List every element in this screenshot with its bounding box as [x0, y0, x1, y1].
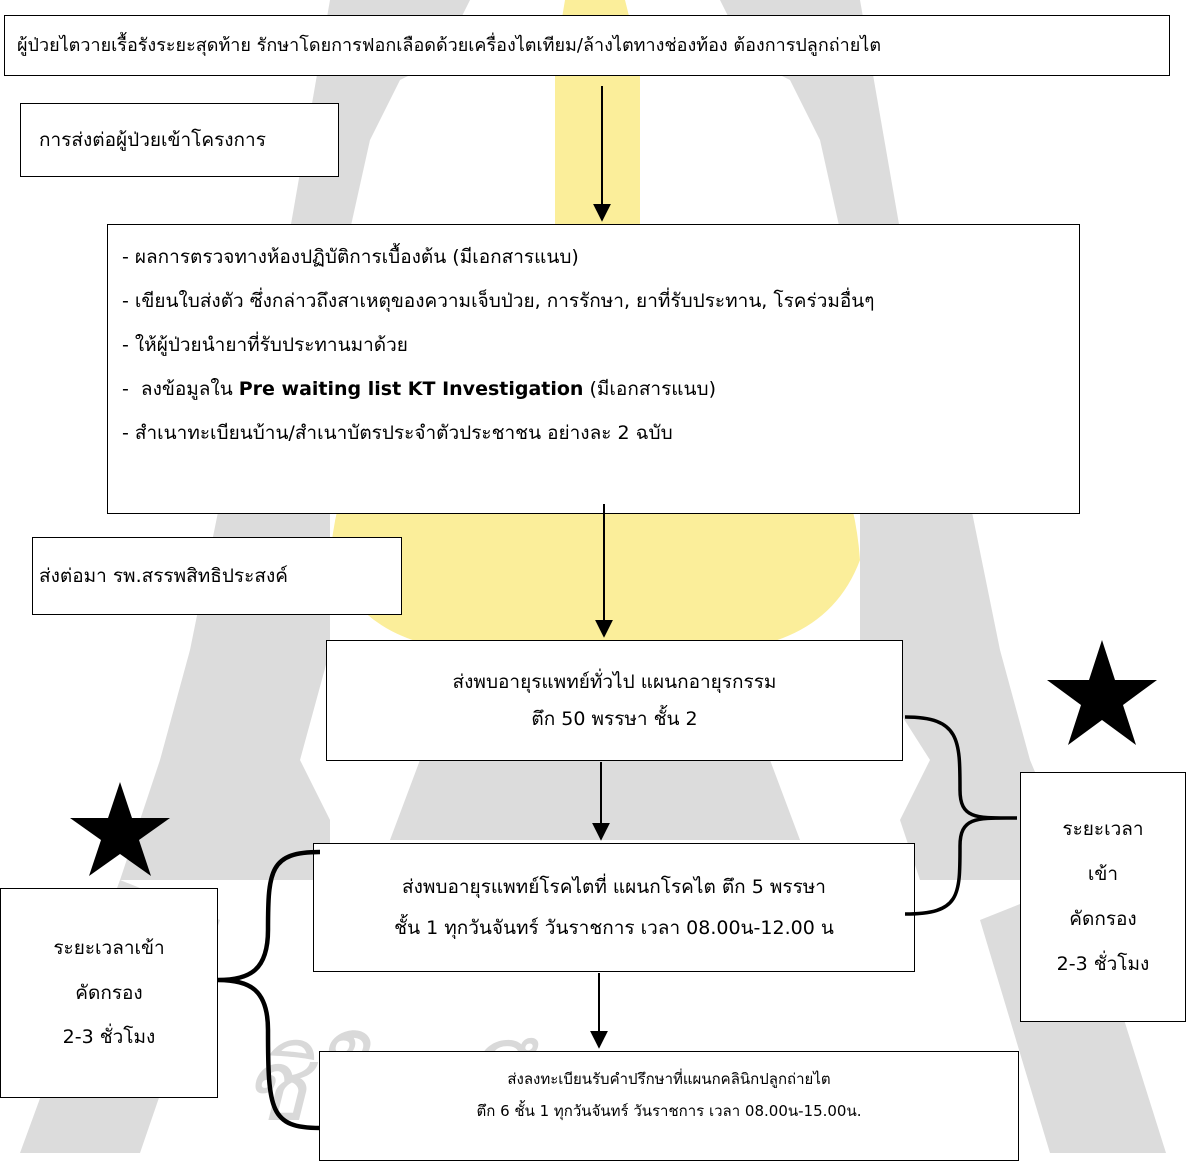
right-time-line-4: 2-3 ชั่วโมง: [1056, 952, 1150, 975]
top-box-text: ผู้ป่วยไตวายเรื้อรังระยะสุดท้าย รักษาโดย…: [17, 34, 882, 56]
requirement-item-4-bold: Pre waiting list KT Investigation: [238, 378, 584, 400]
left-time-line-3: 2-3 ชั่วโมง: [62, 1026, 156, 1049]
nephrology-line-1: ส่งพบอายุรแพทย์โรคไตที่ แผนกโรคไต ตึก 5 …: [402, 875, 826, 898]
general-medicine-line-2: ตึก 50 พรรษา ชั้น 2: [531, 707, 698, 730]
hospital-box: ส่งต่อมา รพ.สรรพสิทธิประสงค์: [32, 537, 402, 615]
requirement-item-3: - ให้ผู้ป่วยนำยาที่รับประทานมาด้วย: [122, 334, 408, 356]
transplant-line-2: ตึก 6 ชั้น 1 ทุกวันจันทร์ วันราชการ เวลา…: [476, 1102, 862, 1120]
right-time-line-1: ระยะเวลา: [1062, 818, 1144, 841]
right-time-box: ระยะเวลา เข้า คัดกรอง 2-3 ชั่วโมง: [1020, 772, 1186, 1022]
transplant-clinic-box: ส่งลงทะเบียนรับคำปรึกษาที่แผนกคลินิกปลูก…: [319, 1051, 1019, 1161]
requirement-item-4-prefix: - ลงข้อมูลใน: [122, 378, 239, 400]
requirement-item-4: - ลงข้อมูลใน Pre waiting list KT Investi…: [122, 367, 1079, 411]
transplant-line-1: ส่งลงทะเบียนรับคำปรึกษาที่แผนกคลินิกปลูก…: [507, 1070, 831, 1088]
nephrology-line-2: ชั้น 1 ทุกวันจันทร์ วันราชการ เวลา 08.00…: [394, 916, 834, 939]
requirement-item-5: - สำเนาทะเบียนบ้าน/สำเนาบัตรประจำตัวประช…: [122, 422, 673, 444]
top-box: ผู้ป่วยไตวายเรื้อรังระยะสุดท้าย รักษาโดย…: [4, 15, 1170, 76]
requirements-box: - ผลการตรวจทางห้องปฏิบัติการเบื้องต้น (ม…: [107, 224, 1080, 514]
requirement-item-4-suffix: (มีเอกสารแนบ): [583, 378, 717, 400]
right-time-line-2: เข้า: [1087, 863, 1119, 886]
left-time-line-1: ระยะเวลาเข้า: [53, 936, 165, 959]
hospital-box-text: ส่งต่อมา รพ.สรรพสิทธิประสงค์: [39, 564, 288, 587]
referral-box-text: การส่งต่อผู้ป่วยเข้าโครงการ: [39, 128, 266, 151]
requirement-item-1: - ผลการตรวจทางห้องปฏิบัติการเบื้องต้น (ม…: [122, 246, 579, 268]
referral-box: การส่งต่อผู้ป่วยเข้าโครงการ: [20, 103, 339, 177]
general-medicine-line-1: ส่งพบอายุรแพทย์ทั่วไป แผนกอายุรกรรม: [452, 670, 777, 693]
left-time-line-2: คัดกรอง: [75, 981, 143, 1004]
left-time-box: ระยะเวลาเข้า คัดกรอง 2-3 ชั่วโมง: [0, 888, 218, 1098]
requirement-item-2: - เขียนใบส่งตัว ซึ่งกล่าวถึงสาเหตุของควา…: [122, 290, 875, 312]
right-time-line-3: คัดกรอง: [1069, 908, 1137, 930]
general-medicine-box: ส่งพบอายุรแพทย์ทั่วไป แผนกอายุรกรรม ตึก …: [326, 640, 903, 761]
nephrology-box: ส่งพบอายุรแพทย์โรคไตที่ แผนกโรคไต ตึก 5 …: [313, 843, 915, 972]
